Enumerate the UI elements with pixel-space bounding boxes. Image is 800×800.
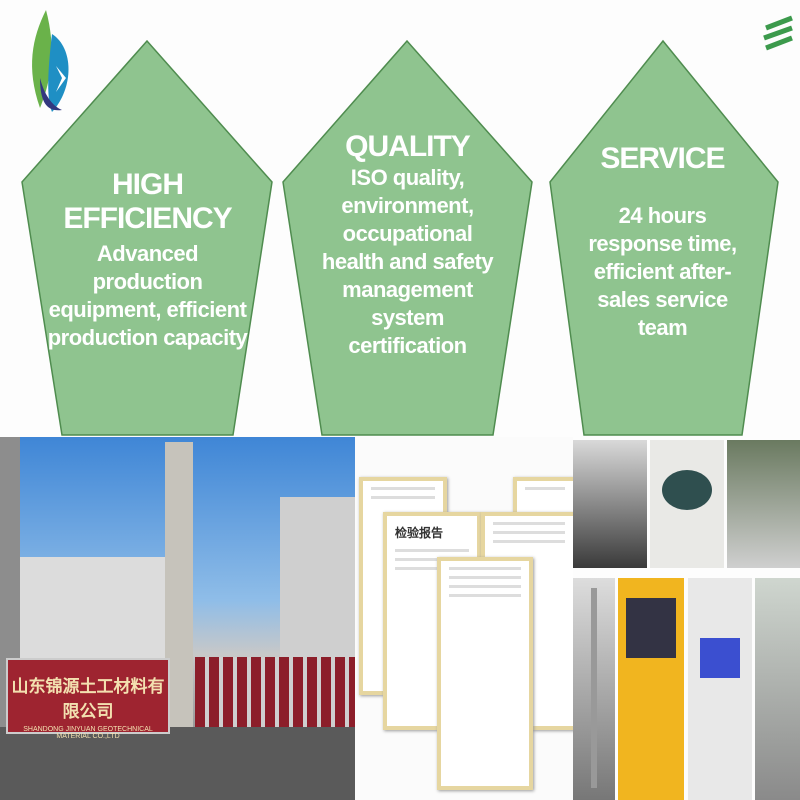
lab-equipment-photo-3 [727, 440, 800, 568]
pillar-line: system [371, 305, 444, 330]
pillar-line: environment, [341, 193, 474, 218]
pillar-line: team [637, 315, 688, 340]
pentagon-quality [282, 39, 533, 436]
lab-equipment-photo-5 [618, 578, 684, 800]
pillar-line: Advanced production [92, 241, 203, 294]
pillar-line: equipment, efficient [48, 297, 247, 322]
lab-equipment-photo-2 [650, 440, 724, 568]
pillar-title: HIGH EFFICIENCY [63, 168, 232, 235]
pillar-line: ISO quality, [350, 165, 465, 190]
pillar-service: SERVICE 24 hours response time, efficien… [575, 142, 750, 342]
lab-equipment-photo-6 [688, 578, 752, 800]
pillar-efficiency: HIGH EFFICIENCY Advanced production equi… [40, 168, 255, 352]
pillar-line: 24 hours [618, 203, 707, 228]
pillar-line: efficient after- [593, 259, 732, 284]
factory-sign: 山东锦源土工材料有限公司 SHANDONG JINYUAN GEOTECHNIC… [6, 658, 170, 740]
logo [22, 8, 72, 112]
pillar-line: response time, [588, 231, 737, 256]
pillar-line: production capacity [47, 325, 248, 350]
pillar-title: SERVICE [600, 142, 725, 175]
pillar-line: health and safety [321, 249, 494, 274]
green-stripes-icon [760, 10, 796, 54]
lab-equipment-photo-4 [573, 578, 615, 800]
pillar-title: QUALITY [345, 130, 471, 163]
pillar-line: certification [348, 333, 467, 358]
lab-equipment-photo-1 [573, 440, 647, 568]
pentagon-efficiency [21, 39, 273, 436]
sign-english: SHANDONG JINYUAN GEOTECHNICAL MATERIAL C… [23, 726, 153, 740]
pillar-line: occupational [342, 221, 473, 246]
certificates-photo: 检验报告 [355, 437, 573, 800]
sign-chinese: 山东锦源土工材料有限公司 [11, 677, 165, 722]
certificate-heading: 检验报告 [395, 526, 444, 540]
pentagon-shapes [21, 39, 779, 436]
pillar-line: management [342, 277, 473, 302]
pillar-quality: QUALITY ISO quality, environment, occupa… [315, 130, 500, 360]
lab-equipment-photo-7 [755, 578, 800, 800]
pentagon-service [549, 39, 779, 436]
pillar-line: sales service [597, 287, 728, 312]
factory-photo [0, 437, 355, 800]
